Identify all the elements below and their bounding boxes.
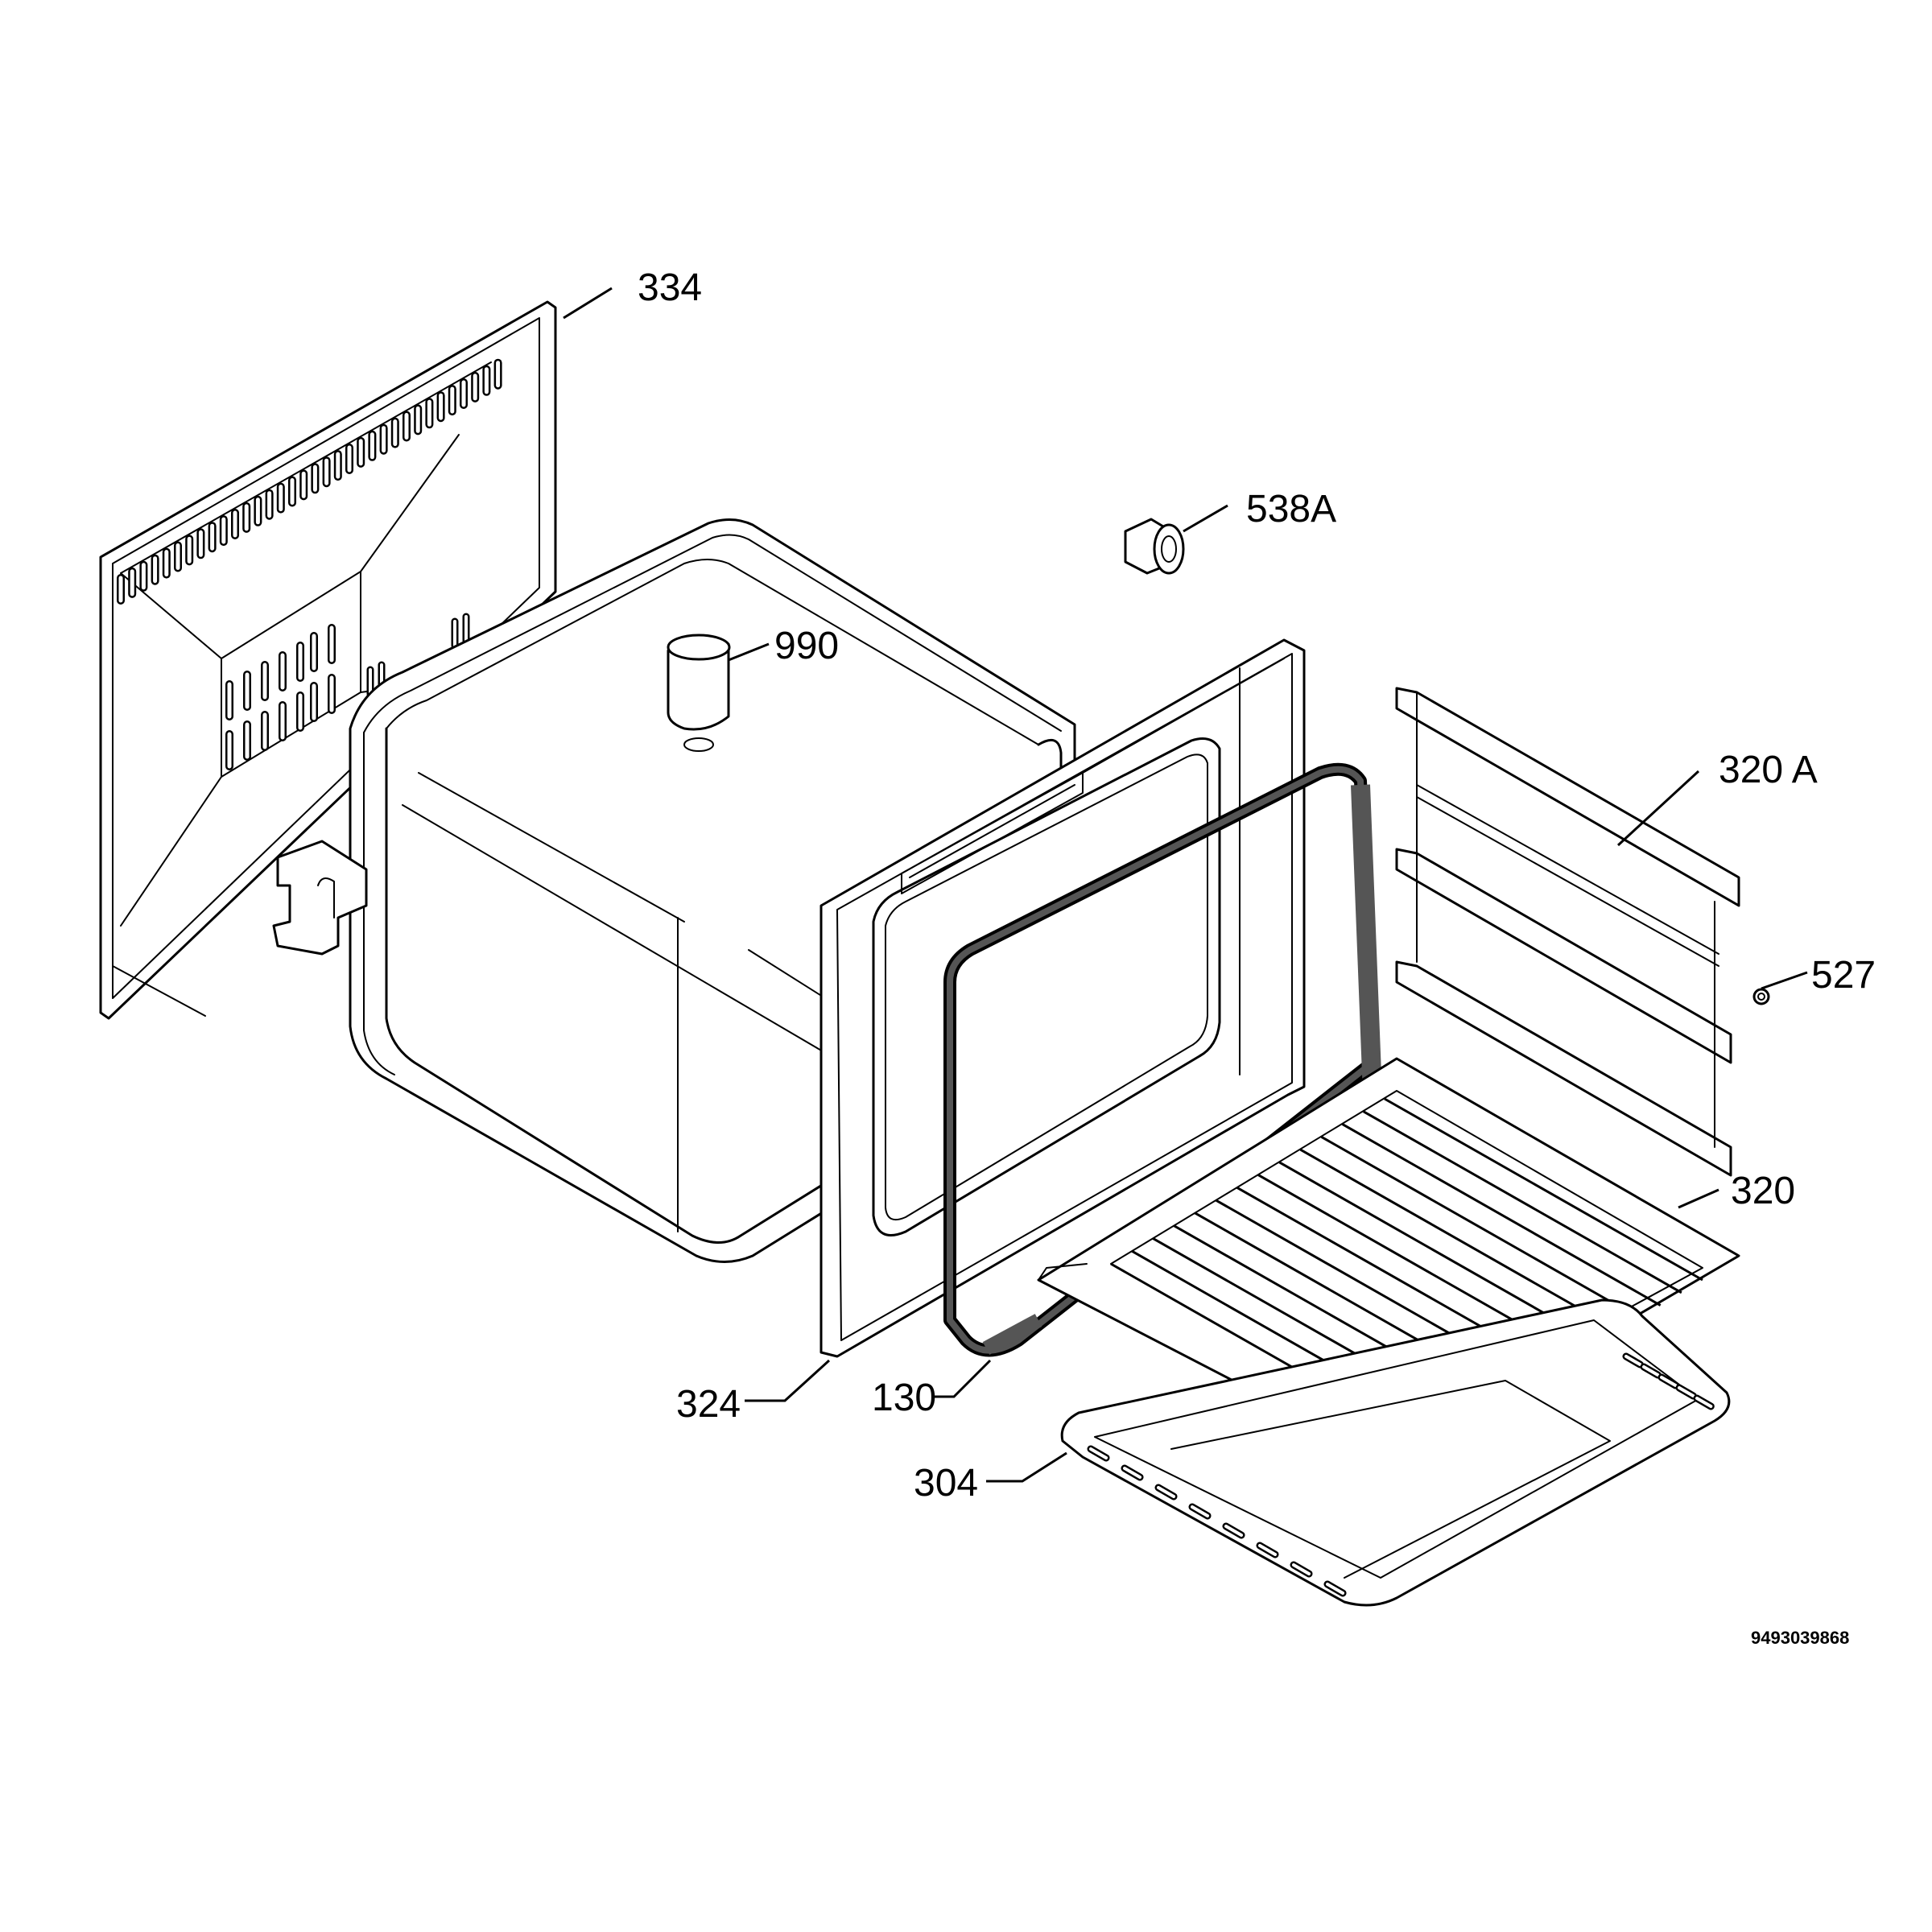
callout-320A: 320 A <box>1719 749 1818 791</box>
part-538A-lamp-holder <box>1124 518 1185 575</box>
part-320A-shelf-runners <box>1395 687 1740 1177</box>
part-990-fan-cover <box>667 634 731 752</box>
callout-527: 527 <box>1811 954 1876 997</box>
callout-304: 304 <box>914 1462 978 1505</box>
leader-lines <box>563 287 1808 1483</box>
callout-334: 334 <box>638 266 702 309</box>
callout-990: 990 <box>774 625 839 667</box>
part-334-rear-panel <box>99 300 557 1020</box>
callout-320: 320 <box>1731 1170 1795 1212</box>
part-304-baking-tray <box>1060 1298 1731 1607</box>
callout-130: 130 <box>872 1377 936 1419</box>
callout-324: 324 <box>676 1383 741 1426</box>
tray-slots <box>1087 1352 1715 1597</box>
part-320-wire-shelf <box>1037 1057 1740 1463</box>
part-130-door-seal <box>943 762 1382 1357</box>
part-324-front-frame <box>819 638 1306 1358</box>
callout-538A: 538A <box>1246 488 1336 530</box>
part-527-screw <box>1752 988 1770 1005</box>
drawing-code: 9493039868 <box>1751 1628 1849 1648</box>
callout-labels: 334 538A 990 320 A 527 320 324 130 304 9… <box>638 266 1876 1648</box>
vent-slots <box>117 358 502 770</box>
